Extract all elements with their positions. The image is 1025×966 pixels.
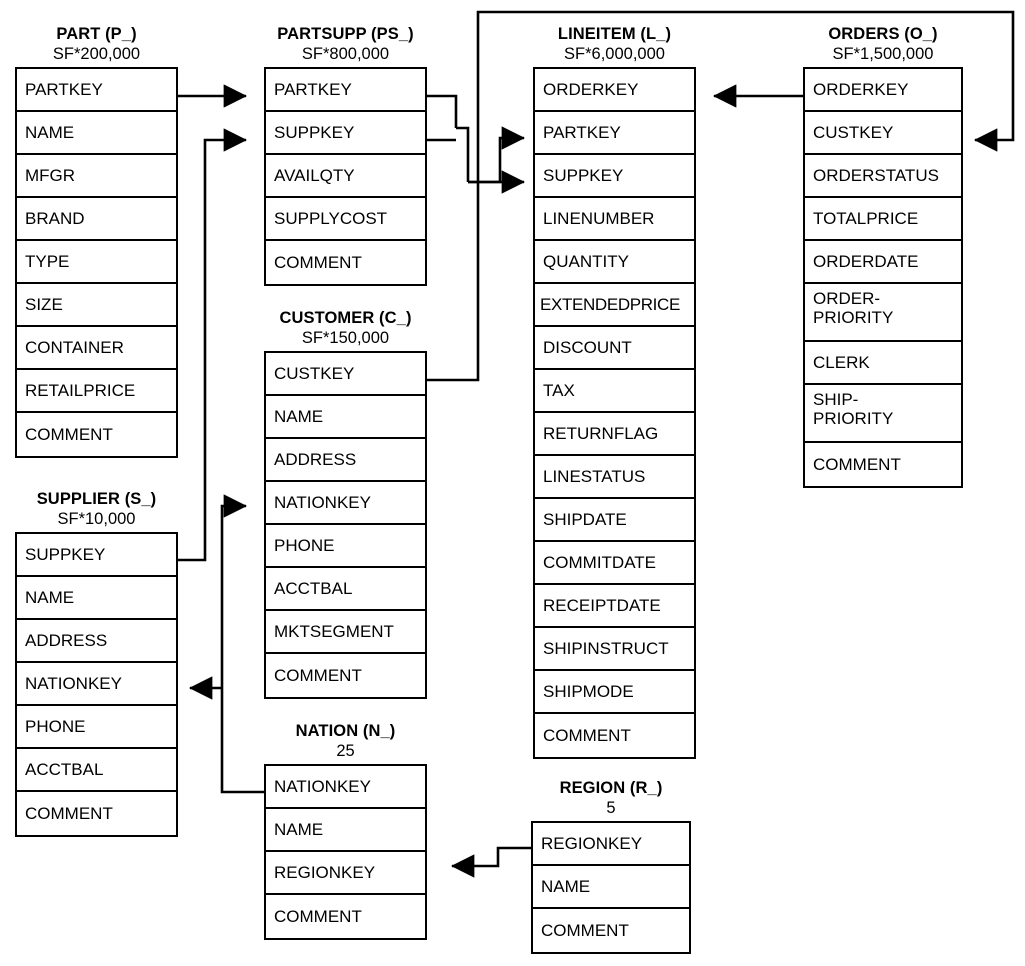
table-nation-fieldbox: NATIONKEY NAME REGIONKEY COMMENT — [264, 763, 427, 940]
table-customer-fieldbox: CUSTKEY NAME ADDRESS NATIONKEY PHONE ACC… — [264, 350, 427, 699]
table-part-cardinality: SF*200,000 — [52, 44, 141, 63]
table-nation[interactable]: NATION (N_) 25 NATIONKEY NAME REGIONKEY … — [264, 723, 427, 940]
table-lineitem-fieldbox: ORDERKEY PARTKEY SUPPKEY LINENUMBER QUAN… — [533, 66, 696, 759]
field-lineitem-extendedprice[interactable]: EXTENDEDPRICE — [535, 284, 694, 327]
table-partsupp[interactable]: PARTSUPP (PS_) SF*800,000 PARTKEY SUPPKE… — [264, 26, 427, 286]
field-orders-orderstatus[interactable]: ORDERSTATUS — [805, 155, 961, 198]
table-partsupp-cardinality: SF*800,000 — [301, 44, 390, 63]
wire-supplier-to-partsupp — [178, 128, 248, 562]
table-orders-cardinality: SF*1,500,000 — [832, 44, 934, 63]
wire-to-lineitem-partkey — [468, 126, 526, 184]
field-region-name[interactable]: NAME — [533, 866, 689, 909]
wire-partsupp-merge — [456, 126, 470, 182]
field-lineitem-returnflag[interactable]: RETURNFLAG — [535, 413, 694, 456]
table-partsupp-title: PARTSUPP (PS_) — [277, 25, 414, 43]
wire-nation-trunk — [220, 494, 264, 794]
wire-region-to-nation — [450, 846, 531, 878]
field-part-size[interactable]: SIZE — [17, 284, 176, 327]
field-lineitem-linestatus[interactable]: LINESTATUS — [535, 456, 694, 499]
table-part-title: PART (P_) — [56, 25, 137, 43]
field-supplier-acctbal[interactable]: ACCTBAL — [17, 749, 176, 792]
field-lineitem-linenumber[interactable]: LINENUMBER — [535, 198, 694, 241]
table-customer-cardinality: SF*150,000 — [301, 328, 390, 347]
table-region-fieldbox: REGIONKEY NAME COMMENT — [531, 820, 691, 954]
field-customer-acctbal[interactable]: ACCTBAL — [266, 568, 425, 611]
field-part-mfgr[interactable]: MFGR — [17, 155, 176, 198]
table-region-cardinality: 5 — [606, 798, 616, 817]
field-orders-orderkey[interactable]: ORDERKEY — [805, 69, 961, 112]
field-nation-regionkey[interactable]: REGIONKEY — [266, 852, 425, 895]
field-lineitem-orderkey[interactable]: ORDERKEY — [535, 69, 694, 112]
table-lineitem[interactable]: LINEITEM (L_) SF*6,000,000 ORDERKEY PART… — [533, 26, 696, 759]
field-orders-clerk[interactable]: CLERK — [805, 342, 961, 385]
field-nation-nationkey[interactable]: NATIONKEY — [266, 766, 425, 809]
table-supplier[interactable]: SUPPLIER (S_) SF*10,000 SUPPKEY NAME ADD… — [15, 491, 178, 837]
field-partsupp-comment[interactable]: COMMENT — [274, 252, 362, 272]
table-region[interactable]: REGION (R_) 5 REGIONKEY NAME COMMENT — [531, 780, 691, 954]
field-part-name[interactable]: NAME — [17, 112, 176, 155]
field-orders-orderdate[interactable]: ORDERDATE — [805, 241, 961, 284]
field-lineitem-commitdate[interactable]: COMMITDATE — [535, 542, 694, 585]
table-nation-title: NATION (N_) — [295, 722, 396, 740]
table-part-fieldbox: PARTKEY NAME MFGR BRAND TYPE SIZE CONTAI… — [15, 66, 178, 458]
field-part-container[interactable]: CONTAINER — [17, 327, 176, 370]
table-customer[interactable]: CUSTOMER (C_) SF*150,000 CUSTKEY NAME AD… — [264, 310, 427, 699]
field-lineitem-quantity[interactable]: QUANTITY — [535, 241, 694, 284]
field-region-regionkey[interactable]: REGIONKEY — [533, 823, 689, 866]
field-orders-totalprice[interactable]: TOTALPRICE — [805, 198, 961, 241]
field-partsupp-suppkey[interactable]: SUPPKEY — [266, 112, 425, 155]
table-orders-title: ORDERS (O_) — [828, 25, 938, 43]
table-orders-fieldbox: ORDERKEY CUSTKEY ORDERSTATUS TOTALPRICE … — [803, 66, 963, 488]
field-lineitem-partkey[interactable]: PARTKEY — [535, 112, 694, 155]
table-part[interactable]: PART (P_) SF*200,000 PARTKEY NAME MFGR B… — [15, 26, 178, 458]
field-nation-name[interactable]: NAME — [266, 809, 425, 852]
table-lineitem-cardinality: SF*6,000,000 — [564, 44, 665, 63]
table-orders[interactable]: ORDERS (O_) SF*1,500,000 ORDERKEY CUSTKE… — [803, 26, 963, 488]
field-customer-mktsegment[interactable]: MKTSEGMENT — [266, 611, 425, 654]
field-lineitem-comment[interactable]: COMMENT — [543, 725, 631, 745]
field-part-type[interactable]: TYPE — [17, 241, 176, 284]
field-lineitem-discount[interactable]: DISCOUNT — [535, 327, 694, 370]
field-supplier-suppkey[interactable]: SUPPKEY — [17, 534, 176, 577]
field-supplier-phone[interactable]: PHONE — [17, 706, 176, 749]
table-supplier-fieldbox: SUPPKEY NAME ADDRESS NATIONKEY PHONE ACC… — [15, 531, 178, 837]
field-lineitem-tax[interactable]: TAX — [535, 370, 694, 413]
table-lineitem-title: LINEITEM (L_) — [557, 25, 672, 43]
field-lineitem-shipmode[interactable]: SHIPMODE — [535, 671, 694, 714]
field-customer-address[interactable]: ADDRESS — [266, 439, 425, 482]
table-region-title: REGION (R_) — [559, 779, 663, 797]
field-customer-phone[interactable]: PHONE — [266, 525, 425, 568]
field-partsupp-availqty[interactable]: AVAILQTY — [266, 155, 425, 198]
field-supplier-name[interactable]: NAME — [17, 577, 176, 620]
field-orders-custkey[interactable]: CUSTKEY — [805, 112, 961, 155]
field-lineitem-shipdate[interactable]: SHIPDATE — [535, 499, 694, 542]
field-customer-comment[interactable]: COMMENT — [274, 665, 362, 685]
field-partsupp-partkey[interactable]: PARTKEY — [266, 69, 425, 112]
table-supplier-cardinality: SF*10,000 — [57, 509, 136, 528]
field-part-brand[interactable]: BRAND — [17, 198, 176, 241]
table-partsupp-fieldbox: PARTKEY SUPPKEY AVAILQTY SUPPLYCOST COMM… — [264, 66, 427, 286]
field-part-retailprice[interactable]: RETAILPRICE — [17, 370, 176, 413]
wire-partsupp-partkey-stub — [427, 94, 458, 128]
table-supplier-title: SUPPLIER (S_) — [36, 490, 157, 508]
field-nation-comment[interactable]: COMMENT — [274, 906, 362, 926]
field-customer-name[interactable]: NAME — [266, 396, 425, 439]
field-partsupp-supplycost[interactable]: SUPPLYCOST — [266, 198, 425, 241]
field-part-partkey[interactable]: PARTKEY — [17, 69, 176, 112]
field-lineitem-receiptdate[interactable]: RECEIPTDATE — [535, 585, 694, 628]
table-customer-title: CUSTOMER (C_) — [279, 309, 412, 327]
field-supplier-comment[interactable]: COMMENT — [25, 803, 113, 823]
field-lineitem-shipinstruct[interactable]: SHIPINSTRUCT — [535, 628, 694, 671]
field-region-comment[interactable]: COMMENT — [541, 920, 629, 940]
field-orders-orderpriority[interactable]: ORDER- PRIORITY — [805, 284, 961, 342]
field-orders-comment[interactable]: COMMENT — [813, 454, 901, 474]
field-customer-nationkey[interactable]: NATIONKEY — [266, 482, 425, 525]
field-part-comment[interactable]: COMMENT — [25, 424, 113, 444]
table-nation-cardinality: 25 — [336, 741, 355, 760]
field-supplier-address[interactable]: ADDRESS — [17, 620, 176, 663]
field-customer-custkey[interactable]: CUSTKEY — [266, 353, 425, 396]
field-orders-shippriority[interactable]: SHIP- PRIORITY — [805, 385, 961, 443]
field-supplier-nationkey[interactable]: NATIONKEY — [17, 663, 176, 706]
field-lineitem-suppkey[interactable]: SUPPKEY — [535, 155, 694, 198]
